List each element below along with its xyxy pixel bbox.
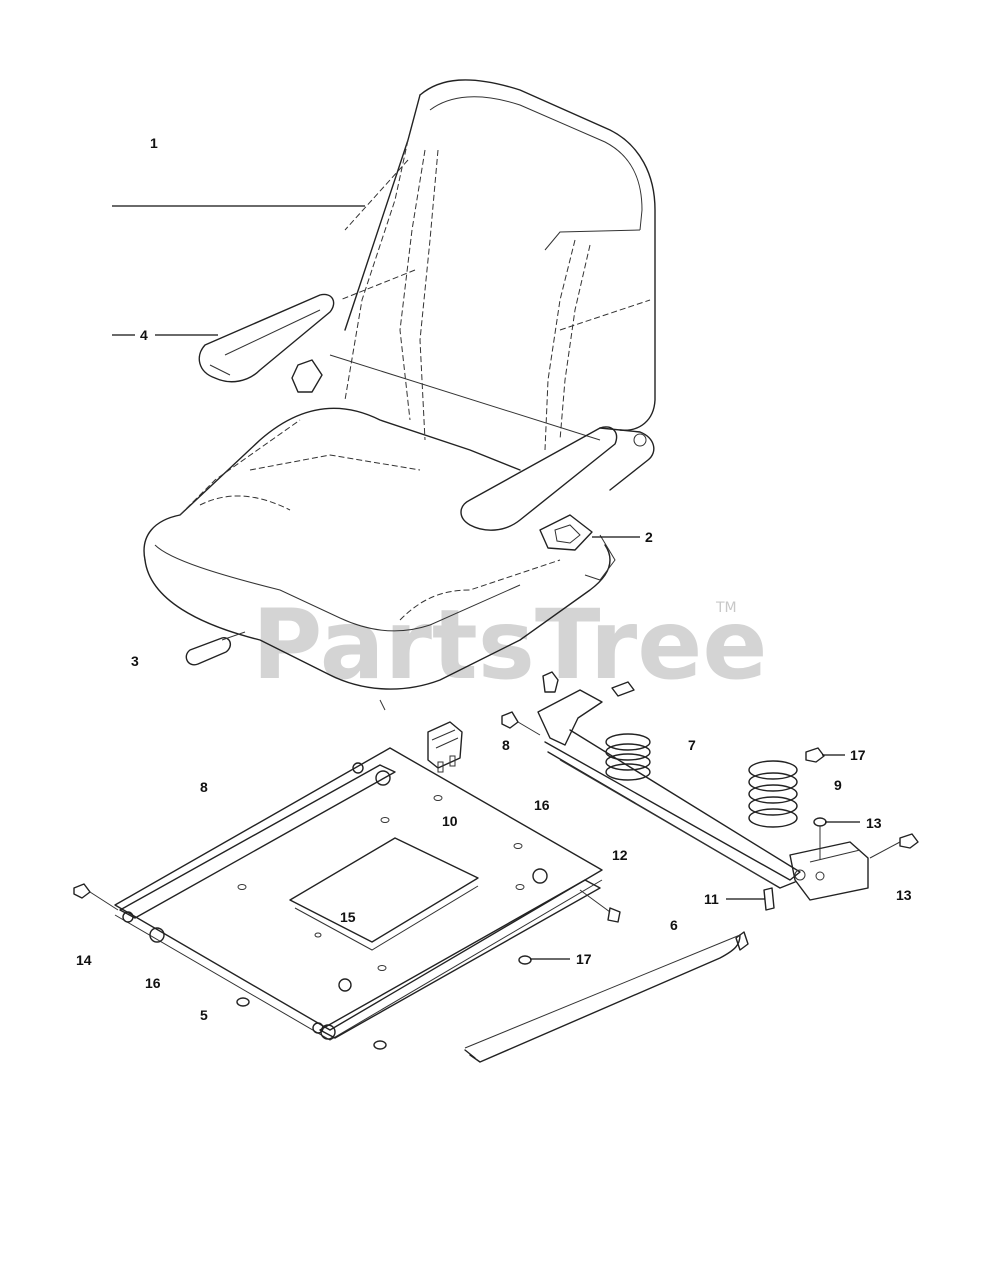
seat-switch-part[interactable] — [539, 514, 616, 581]
seat-switch-module[interactable] — [427, 721, 463, 773]
callout-2: 2 — [645, 529, 653, 545]
callout-15: 15 — [340, 909, 356, 925]
hinge-bracket-assembly[interactable] — [501, 671, 869, 901]
leader-lines — [112, 205, 860, 960]
slide-handle-part[interactable] — [185, 631, 386, 711]
callout-12: 12 — [612, 847, 628, 863]
spring-part[interactable] — [748, 760, 798, 828]
callout-13-lower: 13 — [896, 887, 912, 903]
callout-13-upper: 13 — [866, 815, 882, 831]
spring-upper — [605, 733, 651, 781]
callouts: 1 4 2 3 7 17 8 8 9 10 16 13 12 13 11 14 … — [76, 135, 912, 1023]
callout-7: 7 — [688, 737, 696, 753]
callout-5: 5 — [200, 1007, 208, 1023]
callout-11: 11 — [704, 891, 719, 907]
callout-9: 9 — [834, 777, 842, 793]
callout-6: 6 — [670, 917, 678, 933]
seat-assembly[interactable] — [143, 79, 656, 711]
watermark-trademark: TM — [715, 600, 737, 616]
callout-16-lower: 16 — [145, 975, 161, 991]
callout-3: 3 — [131, 653, 139, 669]
hardware-nuts[interactable] — [73, 762, 621, 1050]
callout-1: 1 — [150, 135, 158, 151]
callout-16-upper: 16 — [534, 797, 550, 813]
callout-17-upper: 17 — [850, 747, 866, 763]
callout-10: 10 — [442, 813, 458, 829]
seat-pan-plate[interactable] — [114, 747, 603, 1041]
callout-17-lower: 17 — [576, 951, 592, 967]
linkage-rod[interactable] — [464, 931, 749, 1063]
callout-4: 4 — [140, 327, 148, 343]
callout-8-bolt: 8 — [502, 737, 510, 753]
callout-14: 14 — [76, 952, 92, 968]
callout-8-left: 8 — [200, 779, 208, 795]
